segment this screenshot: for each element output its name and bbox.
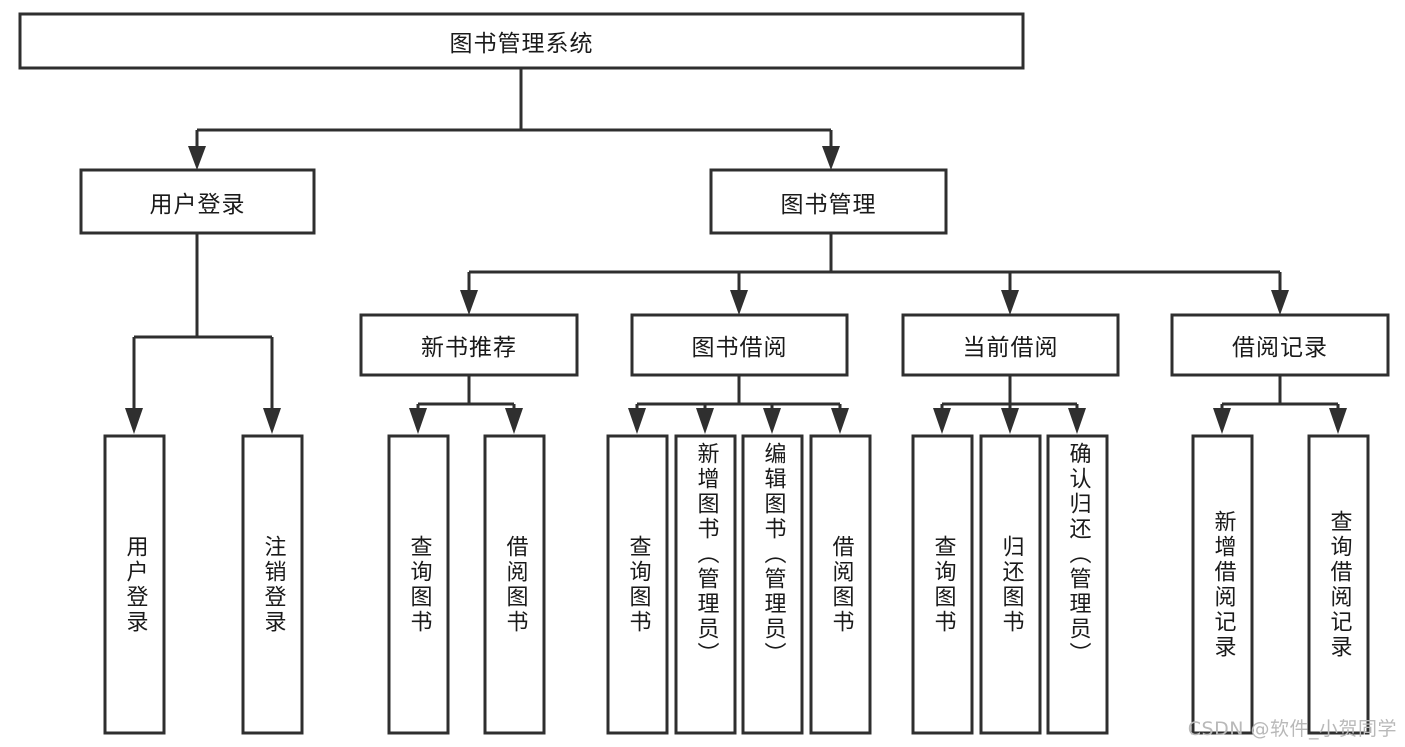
arrowhead-borrow-record [1271, 290, 1289, 315]
arrowhead-leaf-borrowrecord-1 [1213, 408, 1231, 434]
arrowhead-leaf-newbook-2 [505, 408, 523, 434]
node-borrow-record[interactable] [1170, 313, 1390, 377]
arrowhead-leaf-user-login-2 [263, 408, 281, 434]
arrowhead-leaf-bookborrow-4 [831, 408, 849, 434]
arrowhead-leaf-currentborrow-1 [933, 408, 951, 434]
leaf-borrow-record-1[interactable] [1191, 434, 1254, 735]
arrowhead-leaf-bookborrow-1 [628, 408, 646, 434]
arrowhead-leaf-currentborrow-3 [1068, 408, 1086, 434]
arrowhead-book-manage [822, 146, 840, 170]
arrowhead-leaf-bookborrow-3 [763, 408, 781, 434]
arrowhead-leaf-borrowrecord-2 [1329, 408, 1347, 434]
arrowhead-new-book [460, 290, 478, 315]
leaf-user-login-2[interactable] [241, 434, 304, 735]
leaf-book-borrow-4[interactable] [809, 434, 872, 735]
arrowhead-current-borrow [1001, 290, 1019, 315]
leaf-borrow-record-2[interactable] [1307, 434, 1370, 735]
node-book-manage[interactable] [709, 168, 948, 235]
node-current-borrow[interactable] [901, 313, 1120, 377]
leaf-book-borrow-1[interactable] [606, 434, 669, 735]
leaf-current-borrow-1[interactable] [911, 434, 974, 735]
node-root-system[interactable] [18, 12, 1025, 70]
watermark-text: CSDN @软件_小贺同学 [1187, 718, 1397, 740]
leaf-new-book-2[interactable] [483, 434, 546, 735]
arrowhead-leaf-user-login-1 [125, 408, 143, 434]
arrowhead-leaf-currentborrow-2 [1001, 408, 1019, 434]
node-user-login[interactable] [79, 168, 316, 235]
leaf-current-borrow-2[interactable] [979, 434, 1042, 735]
node-book-borrow[interactable] [630, 313, 849, 377]
leaf-book-borrow-3[interactable] [741, 434, 804, 735]
leaf-user-login-1[interactable] [103, 434, 166, 735]
leaf-book-borrow-2[interactable] [674, 434, 737, 735]
node-new-book-recommend[interactable] [359, 313, 579, 377]
arrowhead-leaf-bookborrow-2 [696, 408, 714, 434]
arrowhead-leaf-newbook-1 [409, 408, 427, 434]
leaf-new-book-1[interactable] [387, 434, 450, 735]
leaf-current-borrow-3[interactable] [1046, 434, 1109, 735]
arrowhead-user-login [188, 146, 206, 170]
arrowhead-book-borrow [730, 290, 748, 315]
